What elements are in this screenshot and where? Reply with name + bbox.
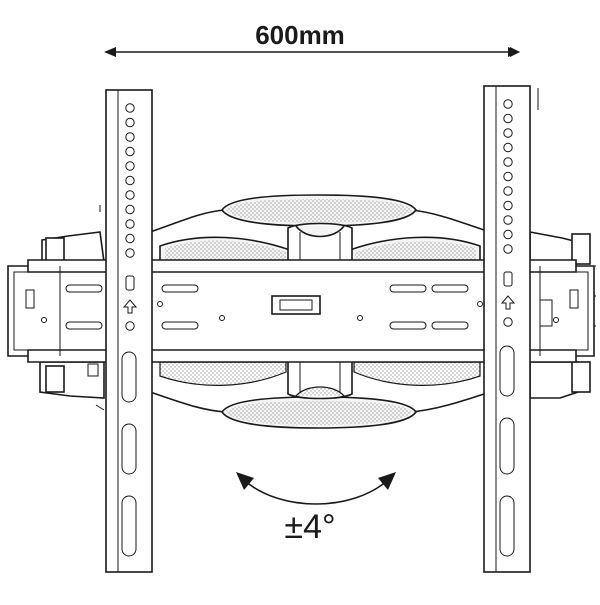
rail-hole [125,175,135,186]
width-dimension-label: 600mm [255,20,345,50]
left-vertical-rail [105,89,153,573]
rail-hole [503,244,513,254]
rail-hole [125,132,135,142]
tilt-arc-arrow [236,472,396,505]
rail-hole [125,219,135,229]
central-mounting-plate [7,259,595,363]
rail-hole [125,233,135,244]
rail-hole [503,200,513,211]
rail-hole [503,113,513,124]
rail-hole [503,317,513,327]
upper-swing-arm [149,194,491,263]
rail-hole [503,99,513,109]
rail-hole [503,142,513,153]
rail-hole [503,171,513,182]
rail-hole [503,229,513,240]
left-rail-holes [125,103,135,331]
left-wall-bracket [39,205,105,411]
rail-hole [503,186,513,196]
rail-hole [125,146,135,157]
tilt-angle-label: ±4° [284,508,336,546]
rail-hole [503,157,513,167]
rail-hole [125,190,135,200]
rail-hole [125,117,135,128]
rail-hole [125,321,135,331]
rail-hole [125,204,135,215]
lower-swing-arm [149,359,491,429]
rail-hole [503,215,513,225]
rail-hole [125,248,135,258]
rail-hole [125,103,135,113]
rail-hole [125,161,135,171]
right-vertical-rail [483,85,531,573]
rail-hole [503,128,513,138]
right-rail-holes [503,99,513,327]
width-dimension-arrow [104,47,520,57]
